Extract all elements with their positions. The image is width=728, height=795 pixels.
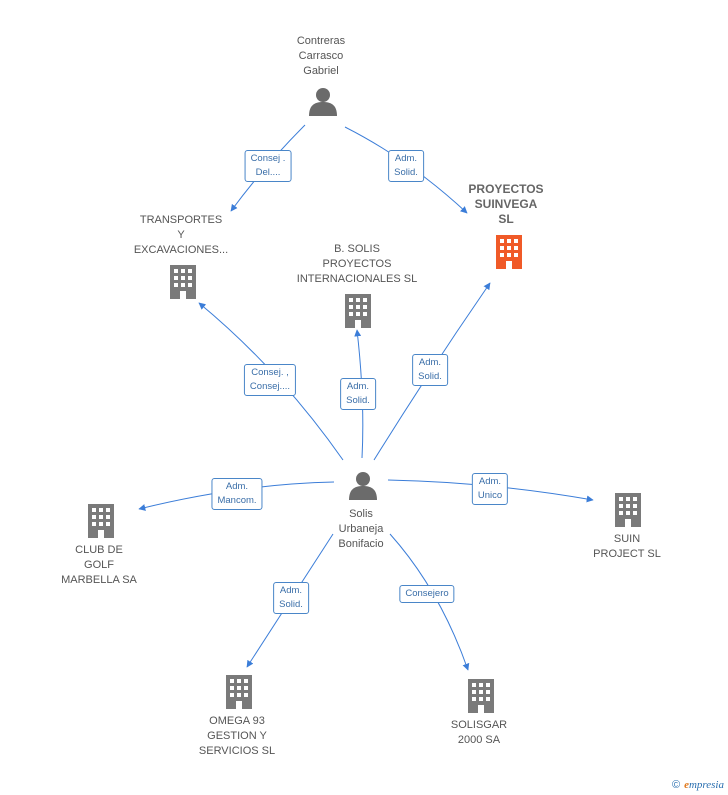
label-line: 2000 SA bbox=[457, 734, 501, 746]
node-label-solis[interactable]: Solis Urbaneja Bonifacio bbox=[338, 507, 383, 552]
edge-label-line: Adm. bbox=[394, 153, 418, 164]
label-line: Gabriel bbox=[303, 65, 339, 77]
person-icon bbox=[309, 88, 337, 116]
edge-label-solis-transportes: Consej. , Consej.... bbox=[243, 364, 297, 396]
edge-label-contreras-proyectos: Adm. Solid. bbox=[388, 150, 424, 182]
edge-label-line: Del.... bbox=[255, 167, 281, 178]
node-label-bsolis[interactable]: B. SOLIS PROYECTOS INTERNACIONALES SL bbox=[297, 242, 417, 287]
edge-label-solis-solisgar: Consejero bbox=[399, 585, 455, 603]
label-line: SUIN bbox=[613, 533, 641, 545]
label-line: TRANSPORTES bbox=[139, 214, 223, 226]
edge-label-line: Adm. bbox=[279, 585, 303, 596]
node-label-omega[interactable]: OMEGA 93 GESTION Y SERVICIOS SL bbox=[199, 714, 275, 759]
edge-label-line: Consejero bbox=[405, 588, 449, 599]
edge-label-line: Adm. bbox=[346, 381, 370, 392]
label-line: GOLF bbox=[84, 559, 114, 571]
edge-label-line: Adm. bbox=[418, 357, 442, 368]
edge-label-solis-bsolis: Adm. Solid. bbox=[340, 378, 376, 410]
label-line: CLUB DE bbox=[75, 544, 123, 556]
label-line: Urbaneja bbox=[338, 523, 384, 535]
building-icon bbox=[226, 675, 252, 709]
building-icon bbox=[468, 679, 494, 713]
building-icon bbox=[88, 504, 114, 538]
edge-label-line: Solid. bbox=[394, 167, 418, 178]
label-line: SERVICIOS SL bbox=[198, 745, 276, 757]
label-line: Y bbox=[177, 229, 185, 241]
edge-label-solis-clubgolf: Adm. Mancom. bbox=[211, 478, 263, 510]
copyright-icon: © bbox=[671, 779, 681, 791]
label-line: SUINVEGA bbox=[474, 197, 538, 211]
edge-label-line: Consej.... bbox=[249, 381, 291, 392]
label-line: Solis bbox=[349, 508, 373, 520]
label-line: EXCAVACIONES... bbox=[133, 244, 229, 256]
label-line: MARBELLA SA bbox=[61, 574, 137, 586]
label-line: SL bbox=[498, 212, 514, 226]
edge-label-solis-omega: Adm. Solid. bbox=[273, 582, 309, 614]
label-line: B. SOLIS bbox=[334, 243, 380, 255]
label-line: SOLISGAR bbox=[450, 719, 508, 731]
edge-label-solis-proyectos: Adm. Solid. bbox=[412, 354, 448, 386]
edge-label-solis-suin: Adm. Unico bbox=[471, 473, 509, 505]
edge-label-line: Solid. bbox=[346, 395, 370, 406]
brand-initial: e bbox=[684, 779, 689, 791]
edge-label-contreras-transportes: Consej . Del.... bbox=[244, 150, 292, 182]
label-line: PROYECTOS bbox=[468, 182, 544, 196]
person-icon bbox=[349, 472, 377, 500]
edge-label-line: Adm. bbox=[225, 481, 249, 492]
node-label-proyectos-suinvega[interactable]: PROYECTOS SUINVEGA SL bbox=[468, 182, 543, 227]
node-label-transportes[interactable]: TRANSPORTES Y EXCAVACIONES... bbox=[134, 213, 228, 258]
edge-label-line: Consej. , bbox=[251, 367, 289, 378]
label-line: OMEGA 93 bbox=[209, 715, 265, 727]
label-line: Bonifacio bbox=[338, 538, 384, 550]
label-line: PROJECT SL bbox=[593, 548, 661, 560]
label-line: GESTION Y bbox=[207, 730, 267, 742]
edge-label-line: Solid. bbox=[279, 599, 303, 610]
building-icon bbox=[496, 235, 522, 269]
building-icon bbox=[170, 265, 196, 299]
building-icon bbox=[345, 294, 371, 328]
brand-logo[interactable]: ©empresia bbox=[672, 779, 724, 791]
node-label-contreras[interactable]: Contreras Carrasco Gabriel bbox=[297, 34, 345, 79]
node-label-solisgar[interactable]: SOLISGAR 2000 SA bbox=[451, 718, 507, 748]
building-icon bbox=[615, 493, 641, 527]
node-label-clubgolf[interactable]: CLUB DE GOLF MARBELLA SA bbox=[61, 543, 137, 588]
edge-label-line: Adm. bbox=[478, 476, 502, 487]
brand-name: mpresia bbox=[688, 779, 724, 791]
node-label-suin[interactable]: SUIN PROJECT SL bbox=[593, 532, 661, 562]
edge-label-line: Solid. bbox=[418, 371, 442, 382]
edge-label-line: Consej . bbox=[250, 153, 286, 164]
label-line: PROYECTOS bbox=[322, 258, 392, 270]
label-line: Contreras bbox=[296, 35, 346, 47]
label-line: INTERNACIONALES SL bbox=[296, 273, 418, 285]
label-line: Carrasco bbox=[298, 50, 344, 62]
edge-label-line: Mancom. bbox=[217, 495, 257, 506]
edge-label-line: Unico bbox=[477, 490, 503, 501]
